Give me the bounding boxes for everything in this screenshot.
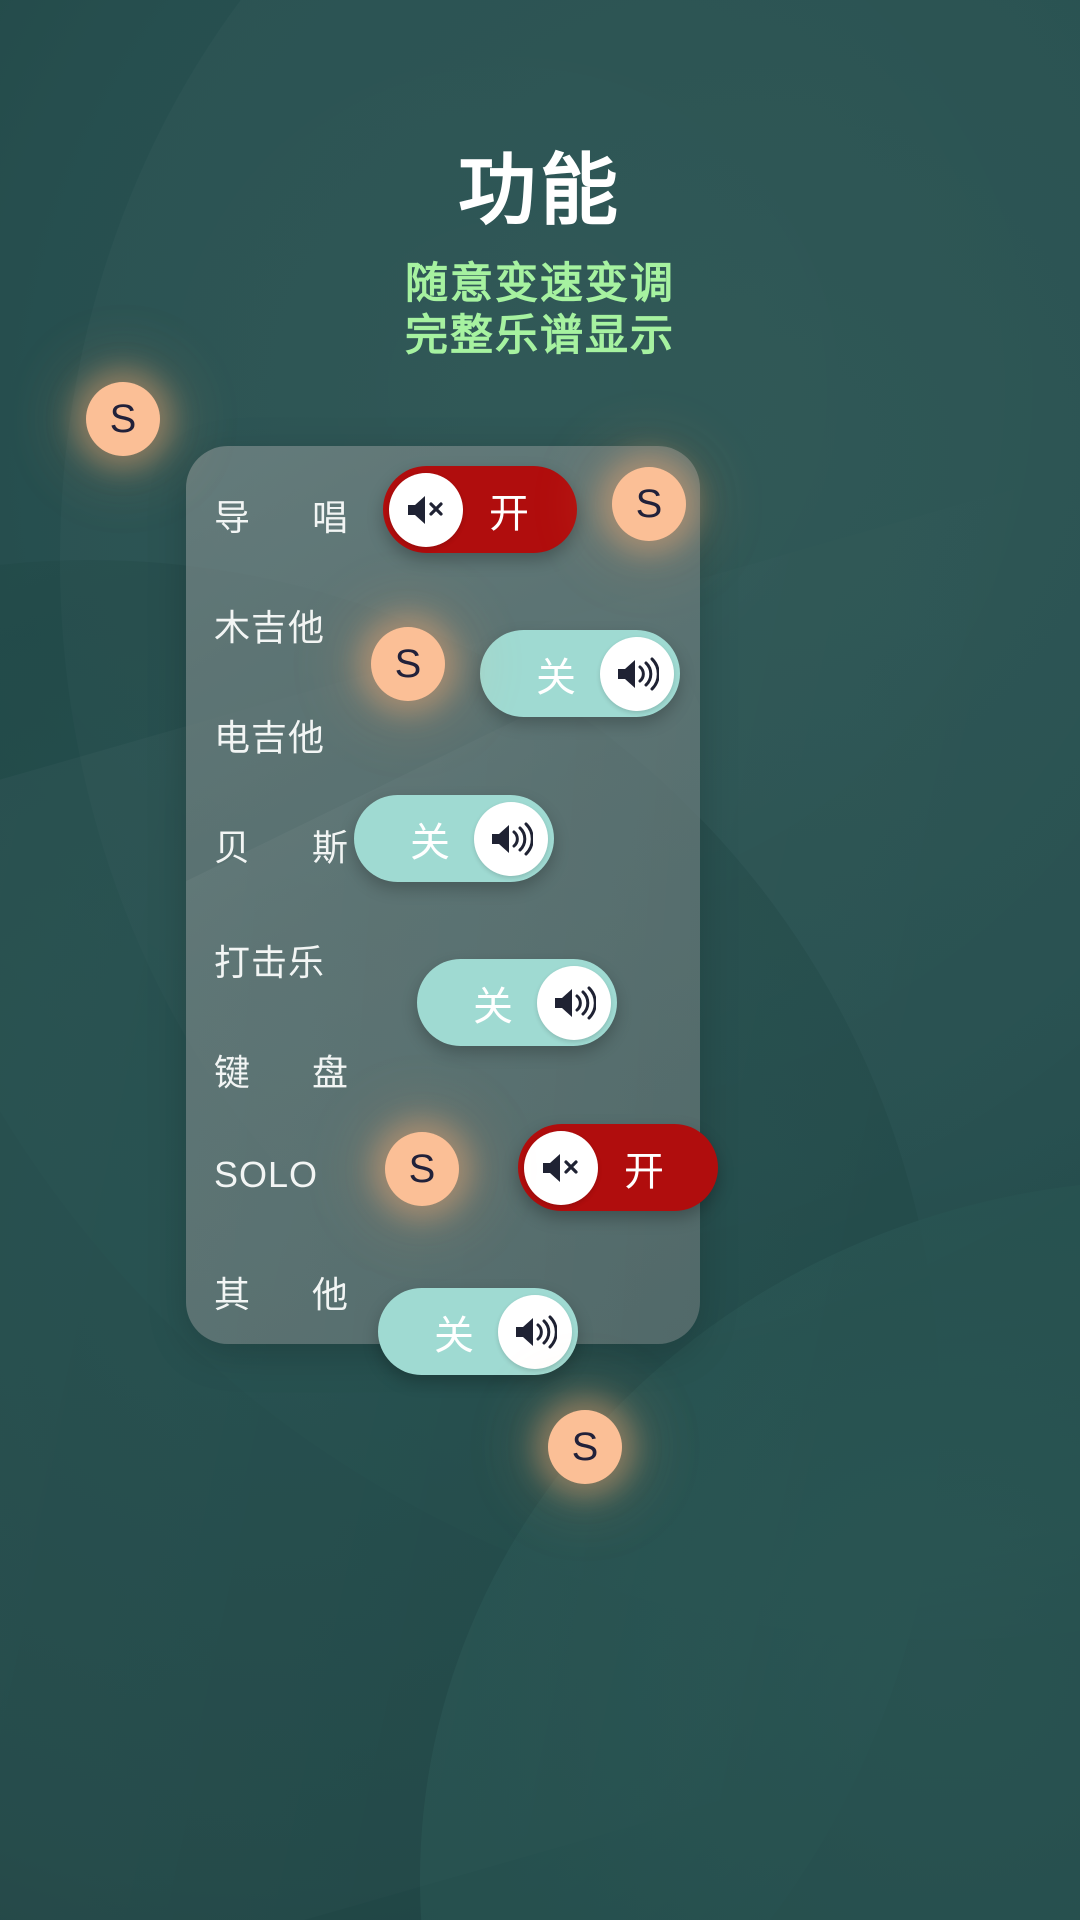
track-toggle-other[interactable]: 关 [378, 1288, 578, 1375]
speaker-on-icon [474, 801, 548, 876]
solo-badge-icon[interactable]: S [385, 1132, 459, 1206]
solo-badge-icon[interactable]: S [86, 382, 160, 456]
solo-badge-icon[interactable]: S [548, 1410, 622, 1484]
track-toggle-acoustic-guitar[interactable]: 关 [480, 630, 680, 717]
page-subtitle: 随意变速变调 完整乐谱显示 [0, 258, 1080, 363]
track-toggle-percussion[interactable]: 关 [417, 959, 617, 1046]
solo-badge-icon[interactable]: S [371, 627, 445, 701]
track-label-acoustic-guitar: 木吉他 [214, 607, 326, 648]
toggle-state-label: 关 [473, 984, 513, 1029]
track-label-solo: SOLO [214, 1154, 319, 1195]
speaker-muted-icon [524, 1130, 598, 1205]
speaker-on-icon [537, 965, 611, 1040]
speaker-on-icon [498, 1294, 572, 1369]
track-label-electric-guitar: 电吉他 [214, 717, 326, 758]
toggle-state-label: 开 [624, 1149, 664, 1194]
track-label-lead-vocal: 导 唱 [214, 497, 375, 538]
track-toggle-solo[interactable]: 开 [518, 1124, 718, 1211]
subtitle-line-1: 随意变速变调 [405, 259, 675, 308]
speaker-muted-icon [389, 472, 463, 547]
toggle-state-label: 关 [410, 820, 450, 865]
toggle-state-label: 关 [536, 655, 576, 700]
track-label-bass: 贝 斯 [214, 827, 375, 868]
speaker-on-icon [600, 636, 674, 711]
page-title: 功能 [457, 146, 622, 234]
solo-badge-icon[interactable]: S [612, 467, 686, 541]
track-label-keyboard: 键 盘 [214, 1052, 375, 1093]
toggle-state-label: 关 [434, 1313, 474, 1358]
track-label-other: 其 他 [214, 1274, 375, 1315]
subtitle-line-2: 完整乐谱显示 [405, 312, 675, 361]
track-toggle-lead-vocal[interactable]: 开 [383, 466, 577, 553]
track-label-percussion: 打击乐 [214, 942, 326, 983]
track-toggle-bass[interactable]: 关 [354, 795, 554, 882]
header: 功能 随意变速变调 完整乐谱显示 [0, 146, 1080, 363]
toggle-state-label: 开 [489, 491, 529, 536]
